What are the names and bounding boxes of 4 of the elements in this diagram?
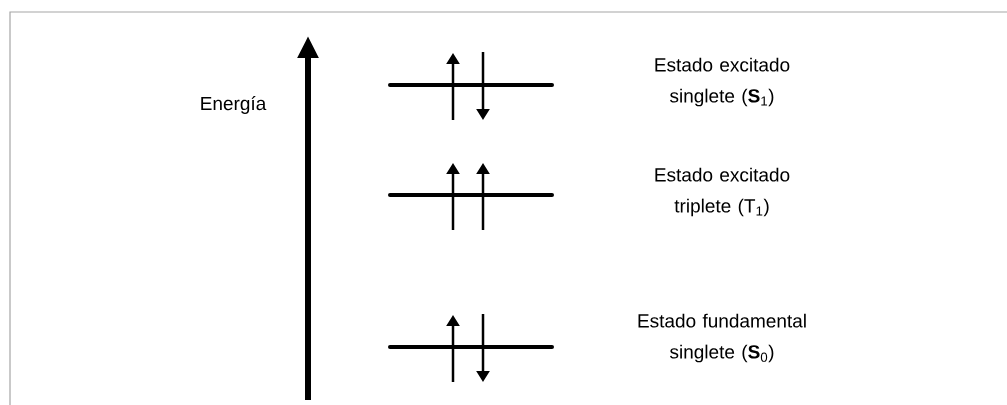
state-label: Estado excitado triplete (T$_{1}$) bbox=[655, 167, 790, 217]
state-label: Estado excitado singlete (S$_{1}$) bbox=[655, 57, 790, 107]
state-label: Estado fundamental singlete (S$_{0}$) bbox=[638, 313, 806, 363]
axis-label: Energía bbox=[201, 96, 267, 114]
